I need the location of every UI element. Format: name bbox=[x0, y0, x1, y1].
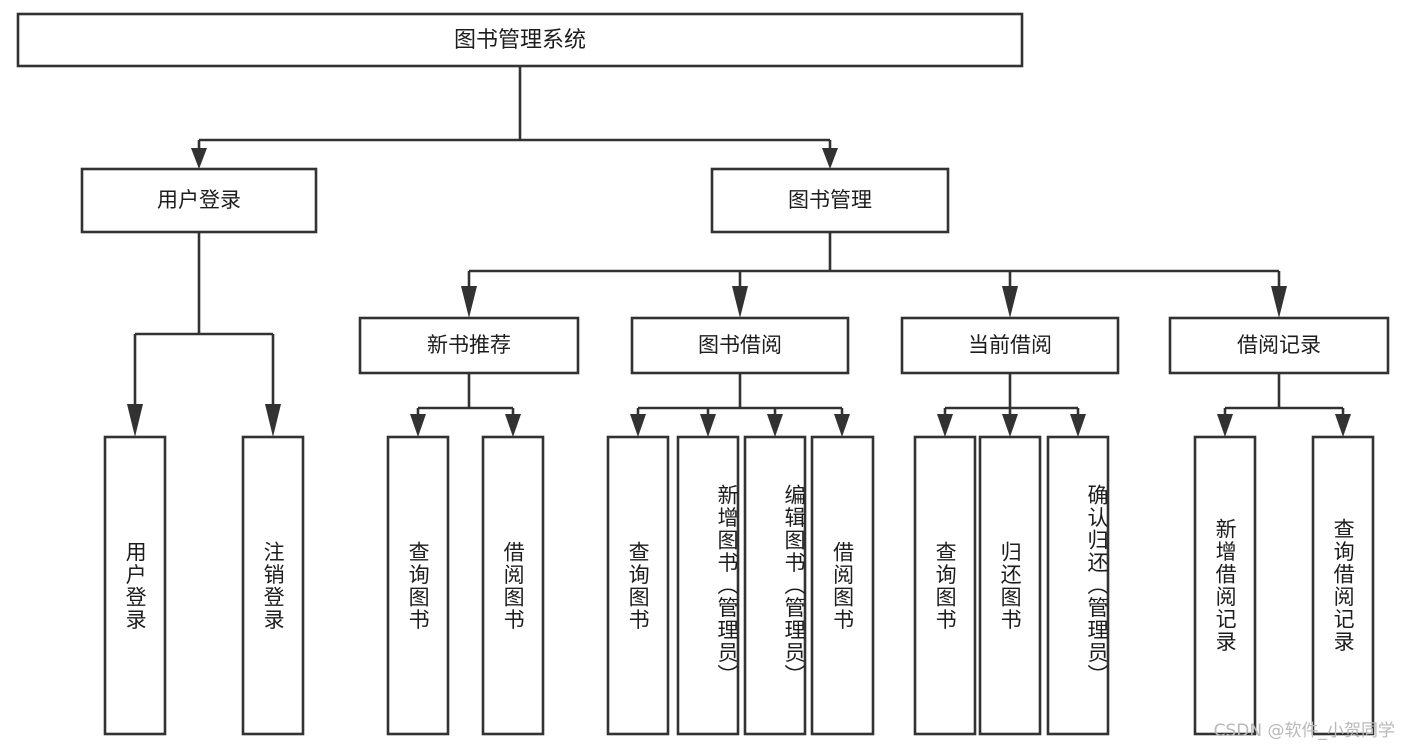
node-book-borrow-label: 图书借阅 bbox=[698, 333, 782, 357]
node-current-borrow-label: 当前借阅 bbox=[968, 333, 1052, 357]
arrow-head-leaf-add-book bbox=[700, 414, 716, 437]
arrow-head-bookmgmt bbox=[822, 148, 838, 169]
watermark-text: CSDN @软件_小贺同学 bbox=[1213, 721, 1395, 741]
node-borrow-record-label: 借阅记录 bbox=[1237, 333, 1321, 357]
arrow-head-leaf-borrow-book-1 bbox=[505, 414, 521, 437]
node-new-book-recommend-label: 新书推荐 bbox=[427, 333, 511, 357]
node-borrow-record[interactable] bbox=[1168, 316, 1390, 375]
node-leaf-add-record[interactable] bbox=[1193, 435, 1257, 736]
arrow-head-leaf-user-login bbox=[127, 404, 143, 437]
arrow-head-bookborrow bbox=[732, 286, 748, 318]
arrow-head-leaf-query-book-2 bbox=[630, 414, 646, 437]
arrow-head-leaf-query-book-1 bbox=[410, 414, 426, 437]
node-leaf-logout[interactable] bbox=[241, 435, 305, 736]
arrow-head-userlogin bbox=[191, 148, 207, 169]
node-user-login-label: 用户登录 bbox=[157, 188, 241, 212]
node-leaf-borrow-book-2[interactable] bbox=[810, 435, 875, 736]
node-current-borrow[interactable] bbox=[900, 316, 1120, 375]
node-leaf-borrow-book-1[interactable] bbox=[481, 435, 545, 736]
arrow-head-currentborrow bbox=[1002, 286, 1018, 318]
arrow-head-leaf-logout bbox=[265, 404, 281, 437]
node-leaf-user-login[interactable] bbox=[103, 435, 167, 736]
arrow-head-leaf-query-record bbox=[1335, 414, 1351, 437]
arrow-head-newbook bbox=[461, 286, 477, 318]
node-leaf-add-book[interactable] bbox=[676, 435, 740, 736]
node-layer: 图书管理系统 用户登录 图书管理 新书推荐 图书借阅 当前借阅 借阅记录 bbox=[16, 12, 1390, 736]
node-leaf-query-book-1[interactable] bbox=[386, 435, 450, 736]
node-leaf-edit-book[interactable] bbox=[743, 435, 807, 736]
node-leaf-query-book-3[interactable] bbox=[913, 435, 977, 736]
node-new-book-recommend[interactable] bbox=[358, 316, 580, 375]
node-user-login[interactable] bbox=[80, 167, 318, 234]
arrow-head-leaf-add-record bbox=[1217, 414, 1233, 437]
arrow-head-leaf-query-book-3 bbox=[937, 414, 953, 437]
node-root-label: 图书管理系统 bbox=[454, 28, 586, 53]
node-leaf-return-book[interactable] bbox=[978, 435, 1042, 736]
arrow-head-borrowrecord bbox=[1271, 286, 1287, 318]
node-leaf-confirm-return[interactable] bbox=[1046, 435, 1110, 736]
arrow-head-leaf-return-book bbox=[1002, 414, 1018, 437]
node-book-management-label: 图书管理 bbox=[788, 188, 872, 212]
node-leaf-query-record[interactable] bbox=[1311, 435, 1375, 736]
arrow-head-leaf-borrow-book-2 bbox=[834, 414, 850, 437]
node-root[interactable] bbox=[16, 12, 1024, 68]
node-book-borrow[interactable] bbox=[630, 316, 850, 375]
node-leaf-query-book-2[interactable] bbox=[606, 435, 670, 736]
arrow-head-leaf-confirm-return bbox=[1070, 414, 1086, 437]
arrow-head-leaf-edit-book bbox=[767, 414, 783, 437]
node-book-management[interactable] bbox=[710, 167, 950, 234]
connector-layer bbox=[127, 66, 1351, 437]
